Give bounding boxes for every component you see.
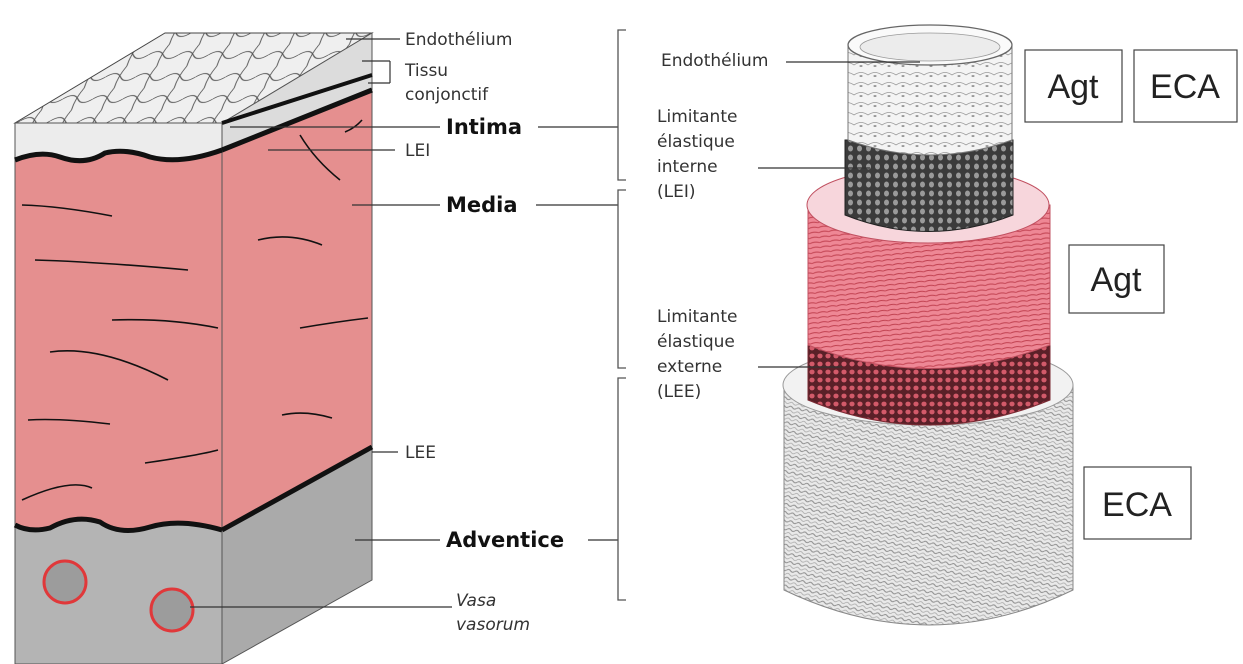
brace-adventice [618,378,626,600]
label-vasa: Vasa [456,591,496,611]
box-top-agt-text: Agt [1047,68,1099,106]
layer-braces [618,30,626,600]
box-top-agt: Agt [1025,50,1122,122]
vasa-vasorum-vessel-1 [44,561,86,603]
layer-adventice: Adventice [446,528,564,552]
label-lei-left: LEI [405,141,430,161]
label-endothelium-right: Endothélium [661,51,768,71]
label-endothelium-left: Endothélium [405,30,512,50]
box-bottom-eca: ECA [1084,467,1191,539]
label-lee-line4: (LEE) [657,382,701,402]
box-mid-agt: Agt [1069,245,1164,313]
brace-media [618,190,626,368]
label-lei-line2: élastique [657,132,735,152]
label-lei-line1: Limitante [657,107,737,127]
label-lee-line2: élastique [657,332,735,352]
label-lee-line3: externe [657,357,722,377]
label-vasorum: vasorum [456,615,530,635]
layer-intima: Intima [446,115,522,139]
label-tissu: Tissu [404,61,448,81]
label-lei-line3: interne [657,157,718,177]
label-lee-line1: Limitante [657,307,737,327]
box-top-eca-text: ECA [1150,68,1220,106]
vasa-vasorum-vessel-2 [151,589,193,631]
layer-media: Media [446,193,518,217]
wall-block [15,33,372,664]
brace-intima [618,30,626,180]
tube-lumen [860,33,1000,61]
label-lei-line4: (LEI) [657,182,696,202]
brace-connectors [536,127,618,540]
box-mid-agt-text: Agt [1090,261,1142,299]
label-lee-left: LEE [405,443,436,463]
box-bottom-eca-text: ECA [1102,486,1172,524]
box-top-eca: ECA [1134,50,1237,122]
label-conjonctif: conjonctif [405,85,489,105]
